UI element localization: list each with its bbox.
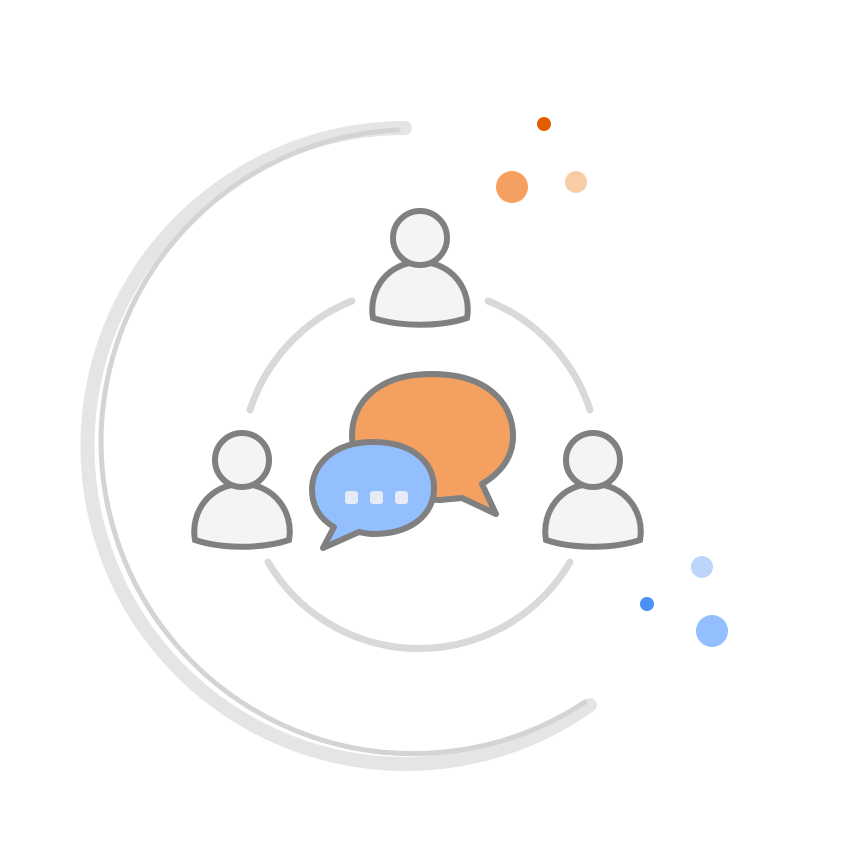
- orange-dots: [496, 117, 587, 203]
- ring-arc-left: [246, 297, 356, 414]
- connection-ring: [246, 297, 594, 653]
- typing-dots: [345, 491, 408, 504]
- blue-dots: [640, 556, 728, 647]
- typing-bubble-icon: [309, 439, 437, 551]
- ring-arc-bottom: [264, 558, 574, 653]
- decor-dot-orange-dark: [537, 117, 551, 131]
- typing-dot: [370, 491, 383, 504]
- decor-dot-orange-mid: [496, 171, 528, 203]
- ring-arc-right: [484, 297, 594, 414]
- decor-dot-blue-dark: [640, 597, 654, 611]
- user-icon: [191, 430, 293, 550]
- backdrop-arc: [80, 121, 597, 771]
- typing-dot: [345, 491, 358, 504]
- decor-dot-blue-mid: [696, 615, 728, 647]
- typing-dot: [395, 491, 408, 504]
- user-icon: [542, 430, 644, 550]
- decor-dot-orange-light: [565, 171, 587, 193]
- decor-dot-blue-light: [691, 556, 713, 578]
- user-icon: [369, 208, 471, 328]
